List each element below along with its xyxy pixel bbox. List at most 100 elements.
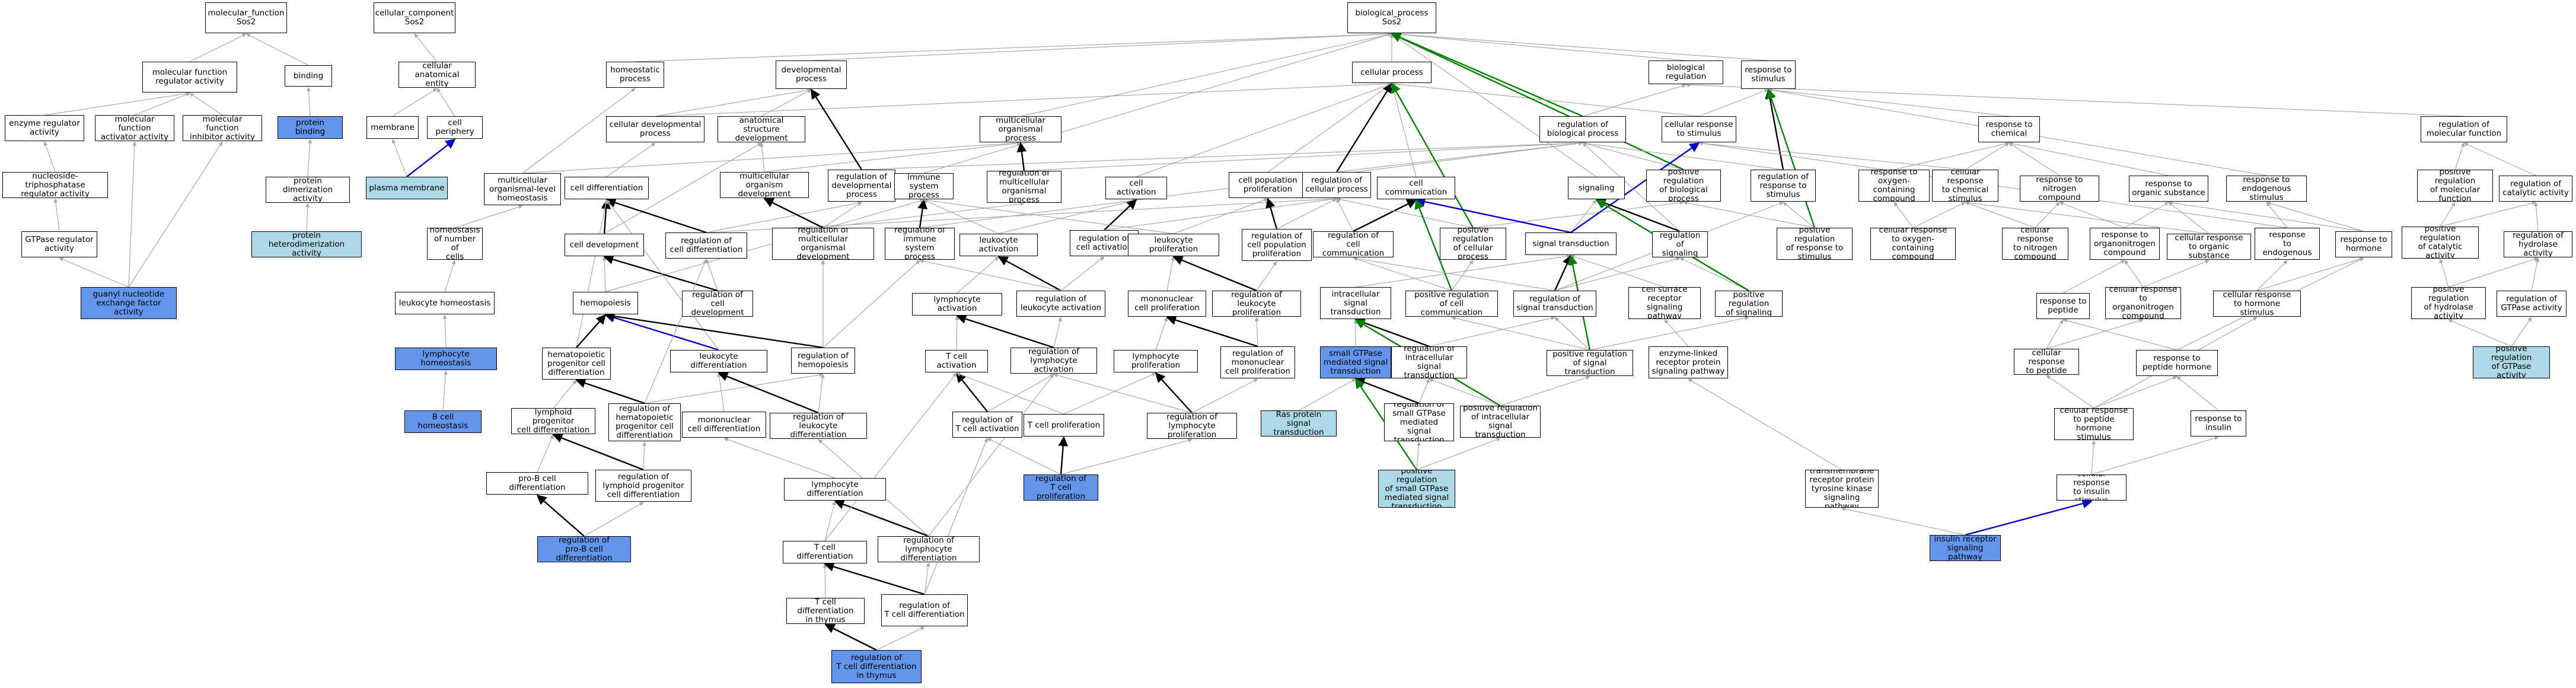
edge-crtoc-to-crtos [2143, 260, 2210, 288]
go-term-tmrptksp: transmembrane receptor protein tyrosine … [1805, 470, 1879, 508]
edge-tcellprolif-to-tcellact [956, 372, 1064, 415]
go-term-tcdt: T cell differentiation in thymus [786, 598, 865, 624]
go-term-rtoc: response to organonitrogen compound [2090, 228, 2160, 260]
edge-leukact-to-isp [923, 199, 999, 234]
go-term-mfra: molecular function regulator activity [142, 62, 237, 93]
edge-regleukact-to-regisp [919, 259, 1061, 291]
go-term-regleukdiff: regulation of leukocyte differentiation [770, 413, 867, 439]
go-term-sgmst: small GTPase mediated signal transductio… [1320, 346, 1391, 378]
go-term-regcpp: regulation of cell population proliferat… [1242, 229, 1312, 261]
go-term-probdiff: pro-B cell differentiation [486, 472, 588, 495]
edge-rtpep-to-rtoc [2062, 260, 2125, 294]
edge-regsig-to-signaling [1595, 198, 1681, 232]
edge-leukprolif-to-cpp [1173, 198, 1268, 234]
edge-reglpcd-to-reghpcd [642, 441, 647, 470]
go-term-celldev: cell development [565, 234, 644, 256]
go-term-posregbp: positive regulation of biological proces… [1646, 170, 1721, 202]
edge-regdev-to-devproc [810, 88, 863, 170]
edge-crtins-to-crtph [2091, 440, 2096, 475]
go-term-reghydro: regulation of hydrolase activity [2504, 231, 2572, 257]
go-term-lymphdiff: lymphocyte differentiation [784, 478, 886, 501]
edge-regleukact-to-leukact [997, 256, 1061, 292]
go-term-reghpcd: regulation of hematopoietic progenitor c… [608, 403, 681, 441]
go-term-binding: binding [285, 65, 332, 87]
go-term-leukact: leukocyte activation [959, 234, 1038, 256]
edge-lymphprolif-to-mncp [1155, 317, 1168, 351]
go-term-reggtpase: regulation of GTPase activity [2497, 291, 2567, 317]
edge-crtchem-to-crts [1698, 141, 1966, 170]
go-term-lymphprolif: lymphocyte proliferation [1114, 350, 1198, 372]
edge-crthorm-to-rthorm [2256, 257, 2364, 291]
edge-gtpra-to-ntpra [53, 198, 60, 232]
go-term-regdev: regulation of developmental process [828, 170, 895, 202]
edge-crts-to-cellproc [1391, 82, 1700, 117]
go-term-cpp: cell population proliferation [1229, 172, 1307, 198]
go-term-ist: intracellular signal transduction [1320, 287, 1391, 319]
edge-regcellcomm-to-cellcomm [1353, 199, 1417, 232]
edge-regmop-to-mop [1016, 142, 1027, 171]
edge-regsgmst-to-sgmst [1354, 377, 1420, 404]
go-term-bcellhom: B cell homeostasis [404, 410, 482, 433]
edge-posregrts-to-rts [1766, 88, 1816, 228]
go-term-mod: multicellular organism development [720, 172, 809, 198]
go-term-regst: regulation of signal transduction [1513, 291, 1596, 317]
go-term-leukhom: leukocyte homeostasis [395, 292, 495, 314]
edge-reghemo-to-hemopoiesis [604, 311, 824, 349]
edge-regrts-to-rts [1765, 88, 1784, 170]
edge-posregcp-to-posregbp [1472, 200, 1684, 228]
edge-reglymphdiff-to-reglymphact [928, 374, 1054, 537]
edge-posregrts-to-posregbp [1683, 200, 1815, 228]
edge-celldiff-to-celldevproc [606, 142, 656, 177]
edge-leukdiff-to-hemopoiesis [604, 313, 719, 351]
edge-mncd-to-leukdiff [717, 372, 725, 412]
edge-crtpep-to-crtoc [2046, 318, 2144, 349]
go-term-regbp: regulation of biological process [1539, 116, 1626, 142]
edge-reglpcd-to-lpcd [552, 433, 644, 471]
go-term-posregst: positive regulation of signal transducti… [1547, 350, 1633, 376]
go-term-rtchem: response to chemical [1978, 116, 2040, 142]
edge-mlh-to-homproc [522, 88, 636, 174]
go-term-regcelldiff: regulation of cell differentiation [665, 232, 747, 259]
edge-leukdiff-to-celldiff [606, 199, 719, 351]
go-term-regcellcomm: regulation of cell communication [1313, 231, 1394, 257]
go-term-posregcp: positive regulation of cellular process [1440, 228, 1506, 260]
go-term-posregrts: positive regulation of response to stimu… [1777, 228, 1853, 260]
edge-rthorm-to-rtes [2266, 201, 2364, 232]
go-term-hemopoiesis: hemopoiesis [573, 292, 638, 314]
go-term-crtes: cellular response to endogenous stimulus [2255, 228, 2320, 260]
edge-posregbp-to-bp [1391, 33, 1684, 171]
go-term-lymphhom: lymphocyte homeostasis [395, 348, 497, 370]
go-term-periph: cell periphery [427, 116, 483, 139]
go-term-regleukprolif: regulation of leukocyte proliferation [1212, 291, 1301, 317]
edge-posreghydro-to-posregcatact [2439, 259, 2449, 288]
edge-pm-to-periph [406, 138, 456, 177]
edge-signaling-to-bp [1391, 33, 1597, 177]
edge-regist-to-regst [1429, 316, 1555, 347]
edge-rtins-to-rtph [2176, 376, 2219, 411]
go-term-rtph: response to peptide hormone [2136, 350, 2218, 376]
edge-posregcellcomm-to-cellcomm [1414, 199, 1453, 291]
go-term-tcellprolif: T cell proliferation [1024, 414, 1104, 437]
go-term-regtcellprolif: regulation of T cell proliferation [1024, 474, 1098, 501]
go-term-mncp: mononuclear cell proliferation [1128, 291, 1206, 317]
edge-regleukact-to-regcellact [1060, 256, 1105, 291]
go-term-crtos: cellular response to organic substance [2167, 234, 2251, 260]
edge-hemopoiesis-to-celldev [602, 256, 607, 292]
edge-posregcp-to-regcp [1336, 197, 1474, 228]
edge-sigtrans-to-signaling [1570, 199, 1597, 233]
edge-protbind-to-binding [306, 87, 311, 117]
edge-regrts-to-regbp [1582, 141, 1784, 170]
go-term-rtins: response to insulin [2191, 410, 2246, 437]
edge-tcellprolif-to-lymphprolif [1063, 372, 1156, 415]
go-term-reghemo: regulation of hemopoiesis [791, 348, 855, 374]
go-term-asd: anatomical structure development [718, 116, 805, 142]
edge-sigtrans-to-cellcomm [1415, 196, 1571, 234]
edge-regst-to-regsig [1554, 257, 1681, 291]
edge-regdev-to-regbp [861, 141, 1583, 170]
edge-regmf-to-bioreg [1685, 82, 2465, 117]
go-term-bioreg: biological regulation [1649, 60, 1723, 84]
edge-regisp-to-isp [917, 199, 928, 228]
edge-regcellact-to-regcp [1104, 197, 1337, 231]
edge-posregrts-to-regrts [1783, 202, 1815, 228]
